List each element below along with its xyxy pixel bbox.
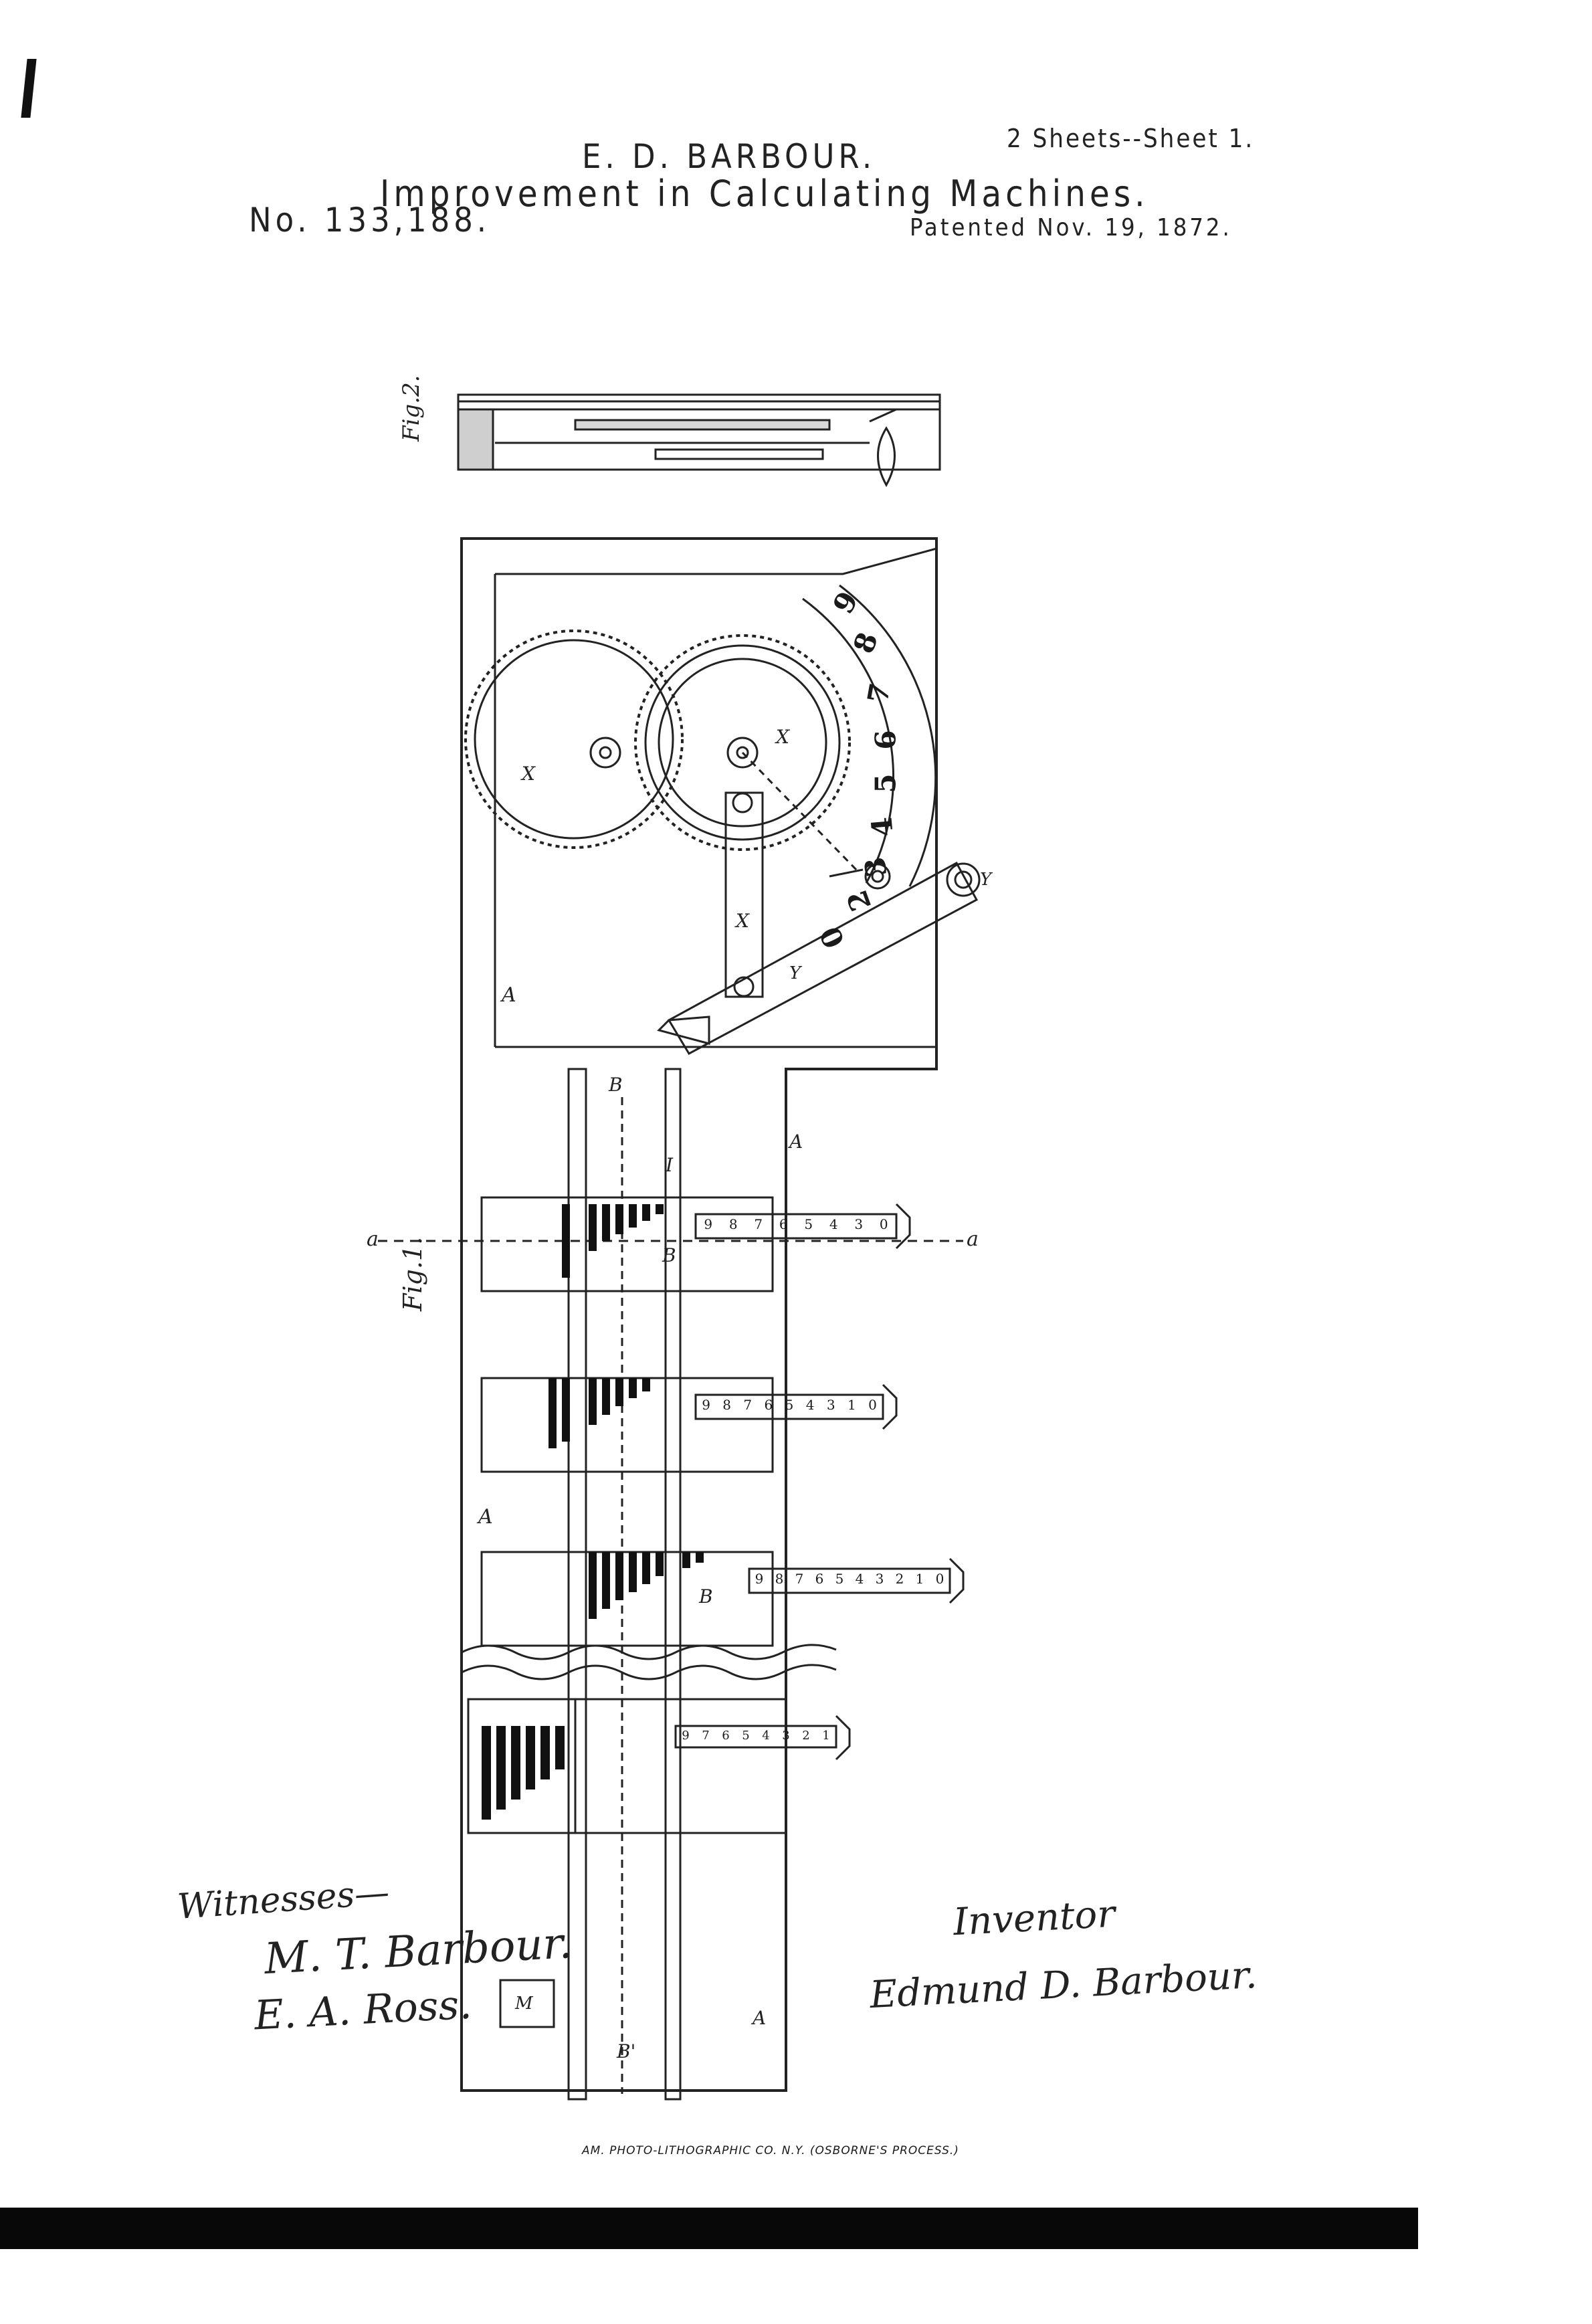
slide-digit: 9	[704, 1216, 713, 1232]
inventor-label: Inventor	[952, 1892, 1116, 1945]
patent-number: No. 133,188.	[249, 201, 491, 239]
slide-digits-2: 9 8 7 6 5 4 3 1 0	[696, 1397, 883, 1413]
slide-digit: 4	[829, 1216, 838, 1232]
slide-digits-4: 9 7 6 5 4 3 2 1	[676, 1729, 836, 1743]
slide-digit: 7	[795, 1571, 804, 1587]
slide-digit: 7	[702, 1729, 710, 1743]
part-label-A: A	[789, 1131, 803, 1153]
part-label-Y: Y	[980, 870, 992, 890]
slide-digit: 0	[935, 1571, 944, 1587]
slide-digit: 9	[702, 1397, 710, 1413]
slide-digit: 3	[826, 1397, 835, 1413]
slide-unit-3	[480, 1551, 965, 1647]
slide-digit: 7	[754, 1216, 763, 1232]
lithographer-imprint: AM. PHOTO-LITHOGRAPHIC CO. N.Y. (OSBORNE…	[582, 2144, 959, 2157]
slide-unit-2	[480, 1377, 898, 1473]
slide-digit: 3	[782, 1729, 790, 1743]
slide-digit: 4	[762, 1729, 770, 1743]
slide-digit: 4	[805, 1397, 815, 1413]
slide-digit: 4	[855, 1571, 864, 1587]
slide-digit: 6	[815, 1571, 824, 1587]
slide-digit: 6	[764, 1397, 773, 1413]
slide-digit: 8	[775, 1571, 784, 1587]
part-label-X: X	[776, 726, 789, 748]
slide-digit: 6	[779, 1216, 788, 1232]
slide-digit: 5	[804, 1216, 813, 1232]
part-label-B: B	[662, 1244, 676, 1266]
patent-date: Patented Nov. 19, 1872.	[910, 214, 1232, 241]
patent-title: Improvement in Calculating Machines.	[380, 173, 1149, 215]
part-label-A: A	[502, 983, 516, 1007]
part-label-Y: Y	[789, 963, 801, 983]
slide-digit: 2	[895, 1571, 904, 1587]
slide-digit: 1	[822, 1729, 830, 1743]
section-mark-right: a	[967, 1228, 979, 1251]
slide-digit: 9	[755, 1571, 764, 1587]
section-mark-left: a	[367, 1228, 379, 1251]
slide-digit: 0	[879, 1216, 888, 1232]
slide-digit: 1	[915, 1571, 924, 1587]
slide-digits-3: 9 8 7 6 5 4 3 2 1 0	[749, 1571, 950, 1587]
fig1-outline	[460, 537, 938, 2092]
part-label-I: I	[666, 1154, 674, 1176]
slide-unit-1	[480, 1196, 911, 1292]
slide-digit: 3	[875, 1571, 884, 1587]
slide-digit: 8	[722, 1397, 732, 1413]
part-label-B-prime: B'	[617, 2040, 636, 2062]
part-label-A: A	[478, 1505, 493, 1529]
scan-edge-bar	[0, 2208, 1418, 2249]
part-label-X: X	[522, 763, 535, 785]
slide-digits-1: 9 8 7 6 5 4 3 0	[696, 1216, 896, 1232]
dial-digit: 5	[869, 773, 902, 793]
part-label-X: X	[736, 910, 749, 932]
inventor-name: E. D. BARBOUR.	[582, 137, 876, 176]
slide-digit: 5	[835, 1571, 844, 1587]
slide-unit-4	[467, 1698, 851, 2028]
part-label-B: B	[699, 1585, 713, 1608]
slide-digit: 6	[722, 1729, 730, 1743]
slide-digit: 2	[802, 1729, 810, 1743]
part-label-B-top: B	[609, 1074, 623, 1096]
sheet-count: 2 Sheets--Sheet 1.	[1007, 124, 1255, 153]
slide-digit: 5	[742, 1729, 750, 1743]
slide-digit: 8	[728, 1216, 738, 1232]
slide-digit: 0	[868, 1397, 877, 1413]
part-label-A: A	[753, 2007, 767, 2029]
dial-digit: 4	[865, 815, 900, 838]
slide-digit: 9	[682, 1729, 690, 1743]
slide-digit: 7	[743, 1397, 753, 1413]
dial-digit: 6	[869, 730, 902, 750]
part-label-M: M	[515, 1994, 533, 2014]
slide-digit: 5	[785, 1397, 794, 1413]
slide-digit: 1	[847, 1397, 856, 1413]
slide-digit: 3	[854, 1216, 864, 1232]
